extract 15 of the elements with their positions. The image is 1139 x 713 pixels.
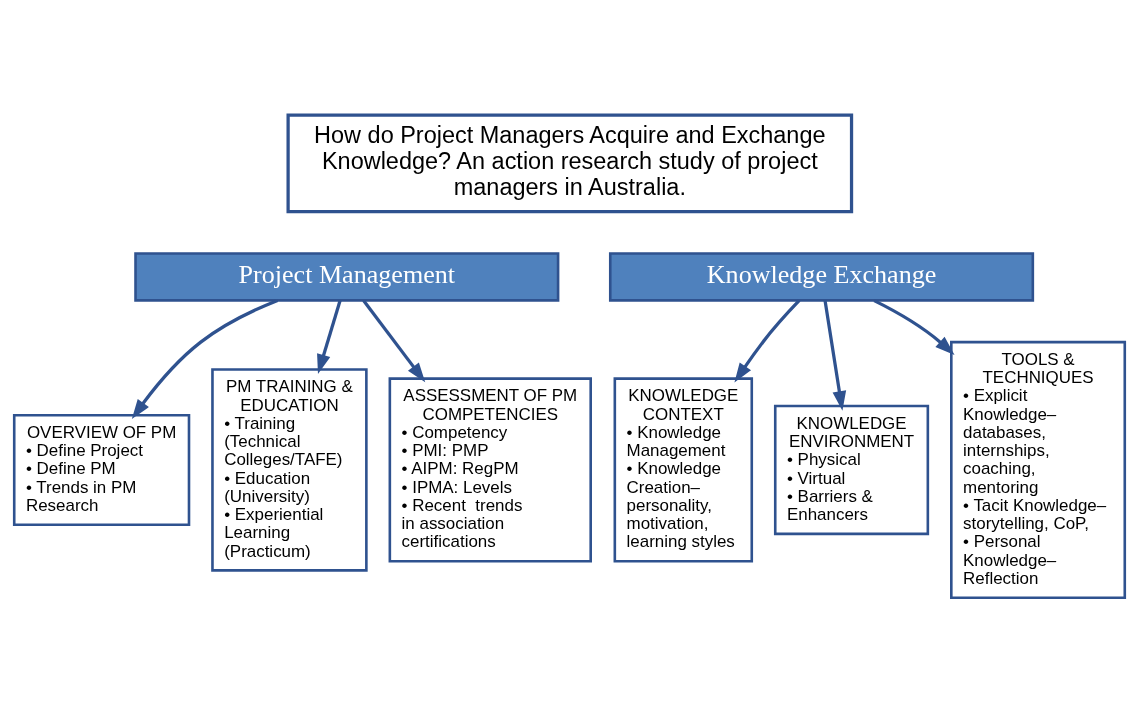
node-box: KNOWLEDGE ENVIRONMENT • Physical • Virtual • Barriers & Enhancers [773,404,930,536]
arrow [317,300,342,374]
arrow [873,299,955,356]
arrow [734,299,801,383]
node-box: ASSESSMENT OF PM COMPETENCIES • Competency • PMI: PMP • AIPM: RegPM • IPMA: Levels • Recent trends in association certifications [388,377,592,563]
arrow [131,298,279,419]
node-box: Project Management [134,252,560,302]
node-box: PM TRAINING & EDUCATION • Training (Technical Colleges/TAFE) • Education (University) • Experiential Learning (Practicum) [211,368,368,572]
node-box: KNOWLEDGE CONTEXT • Knowledge Management • Knowledge Creation– personality, motivation, learning styles [613,377,754,563]
node-box: OVERVIEW OF PM • Define Project • Define PM • Trends in PM Research [12,413,191,527]
node-box: TOOLS & TECHNIQUES • Explicit Knowledge– databases, internships, coaching, mentoring • Tacit Knowledge– storytelling, CoP, • Personal Knowledge– Reflection [950,340,1127,600]
arrow [823,300,847,411]
node-box: Knowledge Exchange [608,252,1035,302]
arrow [362,299,426,383]
node-box: How do Project Managers Acquire and Exchange Knowledge? An action research study of project managers in Australia. [286,113,854,214]
